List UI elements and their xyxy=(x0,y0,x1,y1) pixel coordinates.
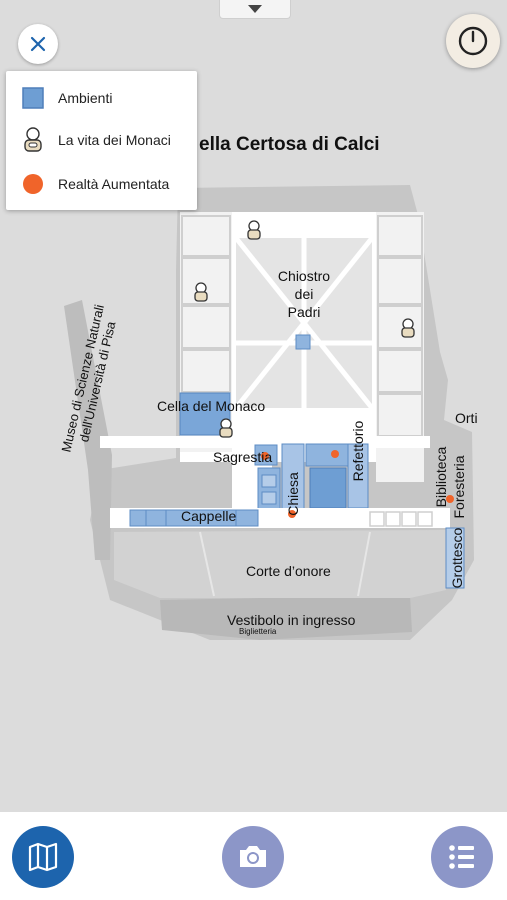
legend-item-ar[interactable]: Realtà Aumentata xyxy=(22,171,169,197)
legend-label: La vita dei Monaci xyxy=(58,132,171,148)
vestibolo-area xyxy=(160,595,412,640)
map-title: ella Certosa di Calci xyxy=(199,134,380,155)
label-chiostro-line1: Chiostro xyxy=(277,268,331,284)
label-biblioteca[interactable]: Biblioteca xyxy=(433,446,449,508)
label-chiostro[interactable]: Chiostro dei Padri xyxy=(264,268,344,320)
list-icon xyxy=(449,845,474,869)
clock-icon xyxy=(458,26,488,56)
monk-icon xyxy=(247,220,261,240)
map-legend: Ambienti La vita dei Monaci Realtà Aumen… xyxy=(6,71,197,210)
label-grottesco[interactable]: Grottesco xyxy=(449,527,465,589)
drawer-toggle[interactable] xyxy=(219,0,291,19)
label-chiesa[interactable]: Chiesa xyxy=(285,472,301,516)
camera-button[interactable] xyxy=(222,826,284,888)
history-button[interactable] xyxy=(446,14,500,68)
legend-label: Realtà Aumentata xyxy=(58,176,170,192)
label-corte[interactable]: Corte d’onore xyxy=(246,563,331,579)
corte-area xyxy=(114,530,446,598)
label-vestibolo[interactable]: Vestibolo in ingresso xyxy=(227,612,356,628)
orange-dot-icon xyxy=(23,174,43,194)
map-view[interactable]: ella Certosa di Calci Chiostro dei Padri… xyxy=(0,0,507,812)
ar-dot xyxy=(288,510,296,518)
legend-label: Ambienti xyxy=(58,90,113,106)
floor-plan xyxy=(64,185,474,640)
label-orti[interactable]: Orti xyxy=(455,410,478,426)
label-chiostro-line2: dei xyxy=(294,286,314,302)
label-foresteria[interactable]: Foresteria xyxy=(451,455,467,519)
monk-icon xyxy=(194,282,208,302)
ar-dot xyxy=(331,450,339,458)
label-chiostro-line3: Padri xyxy=(287,304,321,320)
label-sagrestia[interactable]: Sagrestia xyxy=(213,449,273,465)
grottesco-room xyxy=(445,527,465,589)
ar-dot xyxy=(261,452,269,460)
monk-icon xyxy=(401,318,415,338)
ar-dot xyxy=(446,495,454,503)
label-cella[interactable]: Cella del Monaco xyxy=(157,398,266,414)
label-refettorio[interactable]: Refettorio xyxy=(350,420,366,482)
legend-item-ambienti[interactable]: Ambienti xyxy=(22,85,112,111)
map-button[interactable] xyxy=(12,826,74,888)
label-biglietteria[interactable]: Biglietteria xyxy=(239,627,277,636)
camera-icon xyxy=(240,846,266,867)
label-cappelle[interactable]: Cappelle xyxy=(181,508,237,524)
cappelle-room xyxy=(129,509,259,527)
map-icon xyxy=(28,842,58,872)
monk-icon xyxy=(219,418,233,438)
close-icon xyxy=(30,36,46,52)
monk-icon xyxy=(24,127,42,152)
legend-item-monaci[interactable]: La vita dei Monaci xyxy=(22,127,171,153)
refettorio-room xyxy=(309,467,347,509)
close-legend-button[interactable] xyxy=(18,24,58,64)
museo-wing xyxy=(64,300,112,560)
list-button[interactable] xyxy=(431,826,493,888)
blue-square-icon xyxy=(22,87,44,109)
